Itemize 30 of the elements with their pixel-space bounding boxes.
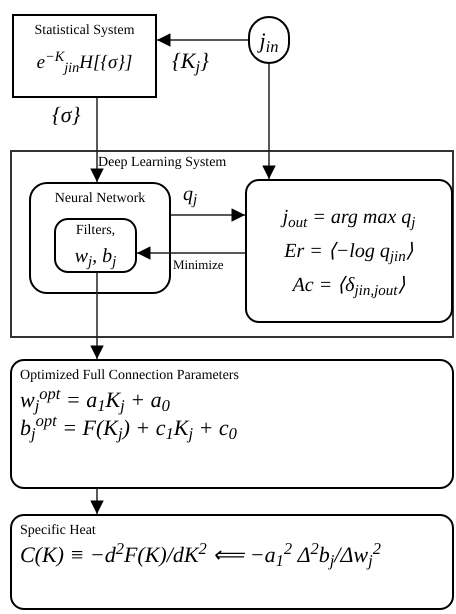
system-box [10, 150, 454, 338]
arrow [90, 273, 104, 359]
formula-text: w$_{j}$$^{opt}$ = a$_{1}$K$_{j}$ + a$_{0}$ [20, 386, 170, 414]
network-box [29, 182, 171, 294]
arrow [262, 64, 276, 179]
parameter-box [10, 359, 454, 489]
heading-text: Optimized Full Connection Parameters [20, 367, 239, 385]
arrow [171, 208, 245, 222]
heading-text: Neural Network [54, 190, 146, 208]
edge-label: Minimize [173, 258, 224, 271]
arrow [90, 489, 104, 514]
arrow [157, 33, 248, 47]
edge-label: {σ} [52, 104, 80, 126]
heading-text: Specific Heat [20, 522, 96, 540]
heading-text: Statistical System [34, 22, 134, 40]
heading-text: Deep Learning System [98, 154, 226, 172]
heading-text: j$_{out}$ = arg max q$_{j}$ [282, 205, 416, 232]
output-box [245, 179, 453, 323]
formula-text: w$_{j}$, b$_{j}$ [74, 244, 116, 271]
arrow [137, 246, 245, 260]
formula-text: e$^{−K}$$_{jin}$H[{σ}] [36, 49, 132, 78]
formula-text: b$_{j}$$^{opt}$ = F(K$_{j}$) + c$_{1}$K$_{j}$ + c$_{0}$ [20, 414, 237, 441]
system-box [12, 14, 157, 98]
arrow [90, 98, 104, 182]
formula-text: j$_{in}$ [260, 24, 278, 56]
formula-text: Ac = ⟨δ$_{jin,jout}$⟩ [292, 273, 406, 300]
filter-box [54, 218, 137, 273]
formula-text: Er = ⟨−log q$_{jin}$⟩ [284, 239, 414, 266]
result-box [10, 514, 454, 610]
heading-text: Filters, [76, 222, 116, 240]
